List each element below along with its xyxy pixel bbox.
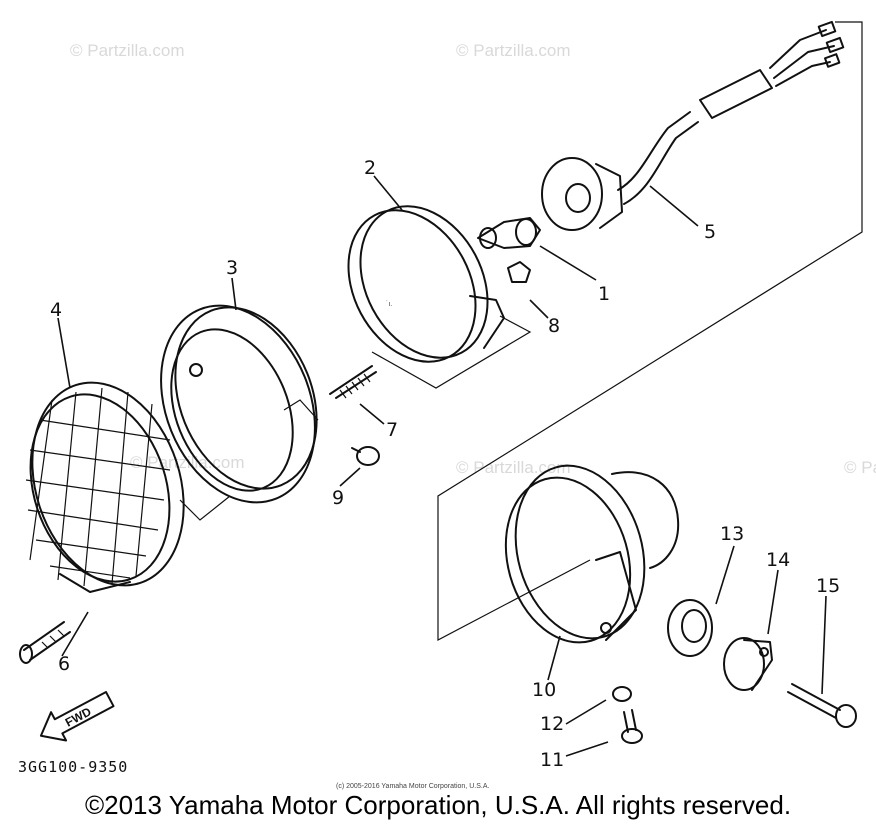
part-14-bracket (723, 637, 773, 691)
watermark: © Partzilla.com (456, 458, 571, 477)
callout-9: 9 (332, 487, 344, 509)
diagram-code: 3GG100-9350 (18, 758, 128, 776)
guide-line (179, 495, 231, 521)
callout-12: 12 (540, 713, 564, 735)
copyright-notice: ©2013 Yamaha Motor Corporation, U.S.A. A… (84, 790, 792, 820)
part-8-nut (507, 261, 531, 283)
assembly-outline (437, 21, 863, 641)
mount-outline (371, 315, 532, 389)
callout-2: 2 (364, 157, 376, 179)
guide-line (283, 399, 319, 421)
part-10-housing (504, 464, 680, 644)
forward-arrow: FWD (39, 691, 115, 742)
callout-1: 1 (598, 283, 610, 305)
part-12-washer (612, 686, 632, 702)
part-11-screw (621, 709, 643, 744)
svg-text:˙ı.: ˙ı. (386, 300, 392, 308)
callout-4: 4 (50, 299, 62, 321)
part-7-adjust-screw (329, 365, 377, 399)
part-9-screw (351, 446, 380, 466)
watermark: © Partzilla.com (844, 458, 876, 477)
part-4-grille-guard (25, 381, 185, 593)
callout-3: 3 (226, 257, 238, 279)
callout-8: 8 (548, 315, 560, 337)
callout-6: 6 (58, 653, 70, 675)
small-copyright: (c) 2005-2016 Yamaha Motor Corporation, … (336, 783, 489, 790)
callout-7: 7 (386, 419, 398, 441)
part-1-bulb (477, 217, 541, 249)
watermark: © Partzilla.com (456, 41, 571, 60)
callout-10: 10 (532, 679, 556, 701)
part-6-bolt (19, 621, 71, 664)
leader-lines (57, 175, 827, 757)
callout-11: 11 (540, 749, 564, 771)
watermark: © Partzilla.com (70, 41, 185, 60)
callout-15: 15 (816, 575, 840, 597)
callout-14: 14 (766, 549, 790, 571)
part-13-grommet (667, 599, 713, 657)
callout-5: 5 (704, 221, 716, 243)
part-2-lens-unit: ˙ı. (347, 205, 505, 363)
part-5-socket-harness (541, 20, 845, 231)
part-3-rim (160, 304, 318, 504)
callout-13: 13 (720, 523, 744, 545)
part-15-bolt (787, 683, 857, 728)
